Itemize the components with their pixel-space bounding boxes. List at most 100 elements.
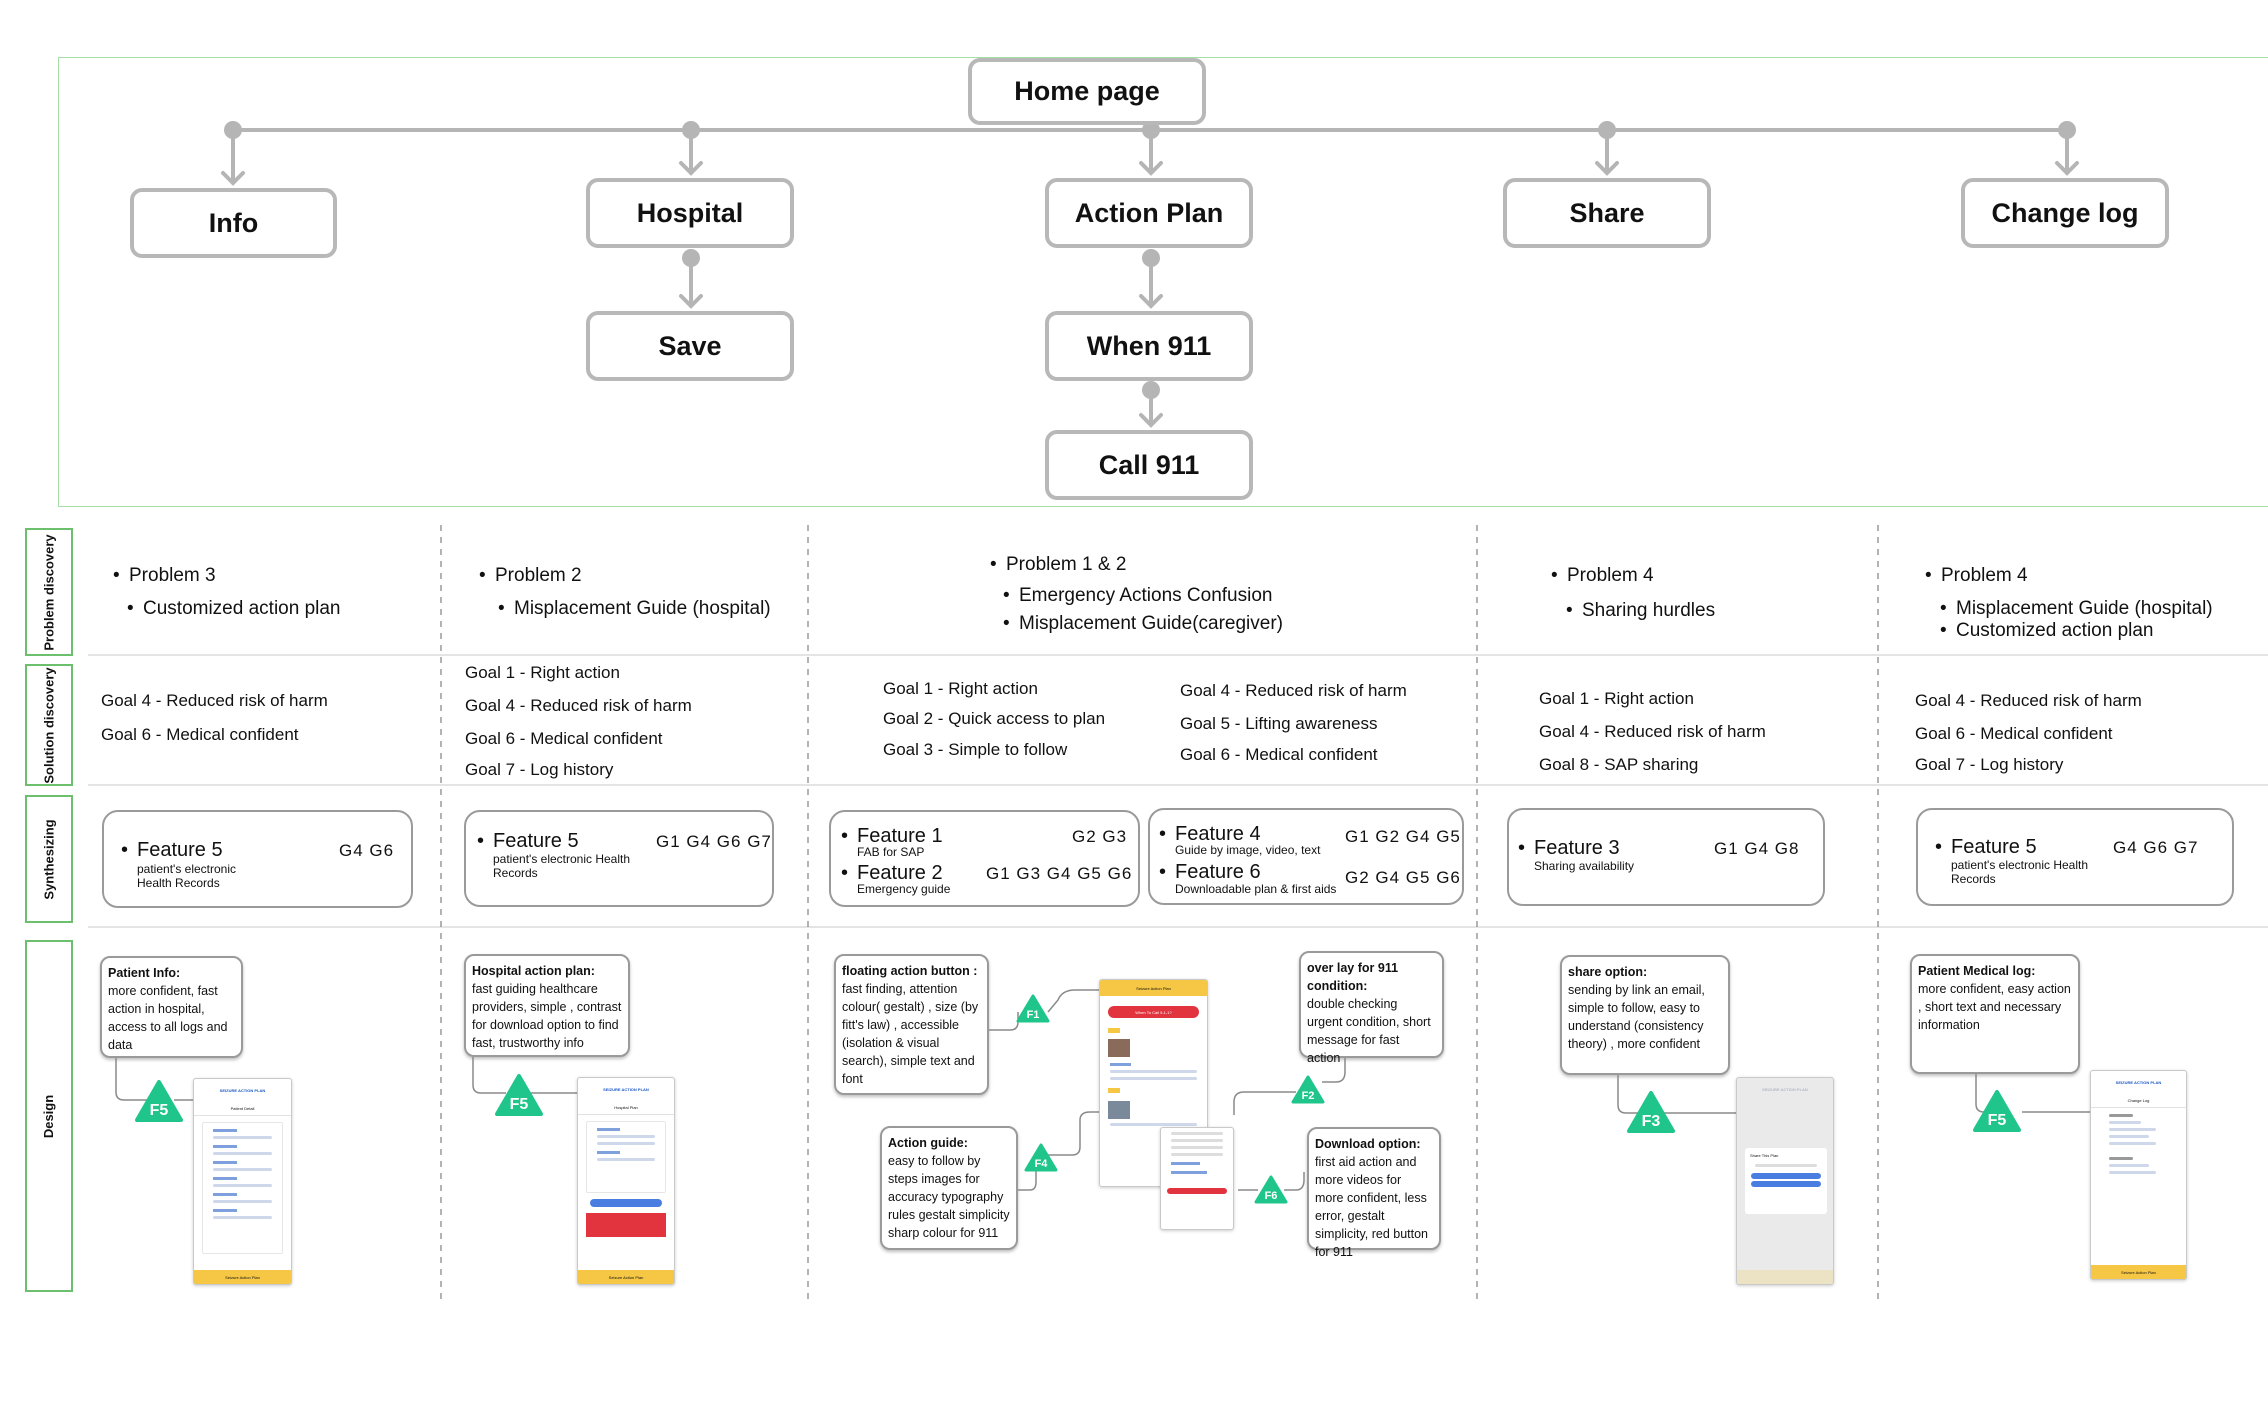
feature-goals: G1 G2 G4 G5 — [1345, 827, 1461, 846]
call-911-button: When To Call 9-1-1? — [1108, 1006, 1199, 1018]
badge-f6: F6 — [1254, 1175, 1288, 1204]
feature-card: Feature 5 patient's electronic Health Re… — [102, 810, 413, 908]
svg-text:F3: F3 — [1642, 1113, 1661, 1130]
feature-card: Feature 1 FAB for SAP G2 G3 Feature 2 Em… — [829, 810, 1140, 907]
feature-goals: G1 G4 G8 — [1714, 839, 1800, 858]
node-hospital: Hospital — [586, 178, 794, 248]
feature-desc: Downloadable plan & first aids — [1175, 882, 1337, 896]
design-note: share option:sending by link an email, s… — [1560, 955, 1730, 1075]
phone-mockup: SEIZURE ACTION PLAN Hospital Plan Seizur… — [577, 1077, 675, 1285]
feature-desc: patient's electronic Health Records — [493, 852, 631, 880]
row-label-problem-discovery: Problem discovery — [25, 528, 73, 656]
phone-screen-title: Patient Detail — [194, 1101, 291, 1116]
node-action-plan: Action Plan — [1045, 178, 1253, 248]
badge-f4: F4 — [1024, 1143, 1058, 1172]
share-dialog-title: Share This Plan — [1750, 1153, 1779, 1158]
svg-text:F5: F5 — [1988, 1112, 2007, 1129]
problem-item: Misplacement Guide(caregiver) — [1003, 613, 1283, 635]
phone-title: Seizure Action Plan — [1100, 980, 1207, 996]
node-when-911: When 911 — [1045, 311, 1253, 381]
badge-f1: F1 — [1016, 994, 1050, 1023]
feature-goals: G4 G6 — [339, 841, 395, 860]
goal-item: Goal 7 - Log history — [465, 760, 614, 779]
goal-item: Goal 6 - Medical confident — [101, 725, 299, 744]
badge-f5: F5 — [495, 1074, 543, 1116]
badge-f5: F5 — [1973, 1090, 2021, 1132]
phone-mockup: SEIZURE ACTION PLAN Change Log Seizure A… — [2090, 1070, 2187, 1280]
problem-item: Misplacement Guide (hospital) — [498, 598, 771, 620]
sitemap-connectors — [221, 90, 2079, 428]
phone-mockup: SEIZURE ACTION PLAN Share This Plan — [1736, 1077, 1834, 1285]
row-label-synthesizing: Synthesizing — [25, 795, 73, 923]
problem-item: Sharing hurdles — [1566, 600, 1715, 622]
goal-item: Goal 4 - Reduced risk of harm — [465, 696, 692, 715]
problem-title: Problem 1 & 2 — [990, 554, 1126, 576]
node-change-log: Change log — [1961, 178, 2169, 248]
goal-item: Goal 3 - Simple to follow — [883, 740, 1068, 759]
node-home-page: Home page — [968, 58, 1206, 125]
feature-desc: FAB for SAP — [857, 845, 925, 859]
goal-item: Goal 7 - Log history — [1915, 755, 2064, 774]
feature-goals: G1 G3 G4 G5 G6 — [986, 864, 1133, 883]
feature-name: Feature 6 — [1159, 861, 1261, 883]
design-note: Patient Medical log:more confident, easy… — [1910, 954, 2080, 1074]
problem-title: Problem 4 — [1551, 565, 1654, 587]
feature-desc: patient's electronic Health Records — [137, 862, 237, 890]
svg-text:F4: F4 — [1035, 1158, 1049, 1170]
share-dialog: Share This Plan — [1745, 1148, 1827, 1214]
feature-card: Feature 3 Sharing availability G1 G4 G8 — [1507, 808, 1825, 906]
design-note: floating action button :fast finding, at… — [834, 954, 989, 1095]
problem-item: Emergency Actions Confusion — [1003, 585, 1272, 607]
goal-item: Goal 2 - Quick access to plan — [883, 709, 1106, 728]
goal-item: Goal 5 - Lifting awareness — [1180, 714, 1378, 733]
problem-title: Problem 3 — [113, 565, 216, 587]
node-call-911: Call 911 — [1045, 430, 1253, 500]
node-info: Info — [130, 188, 337, 258]
row-label-solution-discovery: Solution discovery — [25, 664, 73, 786]
goal-item: Goal 1 - Right action — [1539, 689, 1694, 708]
goal-item: Goal 6 - Medical confident — [1915, 724, 2113, 743]
phone-footer: Seizure Action Plan — [194, 1270, 291, 1284]
feature-name: Feature 3 — [1518, 837, 1620, 859]
node-share: Share — [1503, 178, 1711, 248]
node-save: Save — [586, 311, 794, 381]
goal-item: Goal 4 - Reduced risk of harm — [101, 691, 328, 710]
design-note: Patient Info:more confident, fast action… — [100, 956, 243, 1058]
goal-item: Goal 6 - Medical confident — [465, 729, 663, 748]
goal-item: Goal 4 - Reduced risk of harm — [1180, 681, 1407, 700]
feature-name: Feature 5 — [1935, 836, 2037, 858]
problem-item: Customized action plan — [1940, 620, 2153, 642]
feature-card: Feature 5 patient's electronic Health Re… — [1916, 808, 2234, 906]
feature-goals: G1 G4 G6 G7 — [656, 832, 772, 851]
goal-item: Goal 1 - Right action — [465, 663, 620, 682]
badge-f2: F2 — [1291, 1075, 1325, 1104]
problem-title: Problem 4 — [1925, 565, 2028, 587]
feature-desc: Guide by image, video, text — [1175, 843, 1321, 857]
feature-name: Feature 5 — [121, 839, 223, 861]
feature-desc: patient's electronic Health Records — [1951, 858, 2089, 886]
badge-f3: F3 — [1627, 1091, 1675, 1133]
goal-item: Goal 8 - SAP sharing — [1539, 755, 1699, 774]
problem-item: Misplacement Guide (hospital) — [1940, 598, 2213, 620]
phone-brand: SEIZURE ACTION PLAN — [219, 1087, 266, 1093]
feature-name: Feature 1 — [841, 825, 943, 847]
feature-name: Feature 4 — [1159, 823, 1261, 845]
goal-item: Goal 4 - Reduced risk of harm — [1915, 691, 2142, 710]
svg-text:F5: F5 — [150, 1102, 169, 1119]
sitemap-frame — [58, 57, 2268, 507]
feature-goals: G2 G3 — [1072, 827, 1128, 846]
phone-mockup: SEIZURE ACTION PLAN Patient Detail Seizu… — [193, 1078, 292, 1285]
design-note: Action guide:easy to follow by steps ima… — [880, 1126, 1018, 1250]
phone-brand: SEIZURE ACTION PLAN — [603, 1086, 649, 1092]
phone-mockup-action-plan: Seizure Action Plan When To Call 9-1-1? — [1099, 979, 1208, 1187]
feature-card: Feature 5 patient's electronic Health Re… — [464, 810, 774, 907]
badge-f5: F5 — [135, 1080, 183, 1122]
phone-brand: SEIZURE ACTION PLAN — [2115, 1079, 2162, 1085]
phone-brand: SEIZURE ACTION PLAN — [1762, 1086, 1808, 1092]
goal-item: Goal 4 - Reduced risk of harm — [1539, 722, 1766, 741]
problem-title: Problem 2 — [479, 565, 582, 587]
svg-text:F5: F5 — [510, 1096, 529, 1113]
phone-footer: Seizure Action Plan — [578, 1270, 674, 1284]
problem-item: Customized action plan — [127, 598, 340, 620]
